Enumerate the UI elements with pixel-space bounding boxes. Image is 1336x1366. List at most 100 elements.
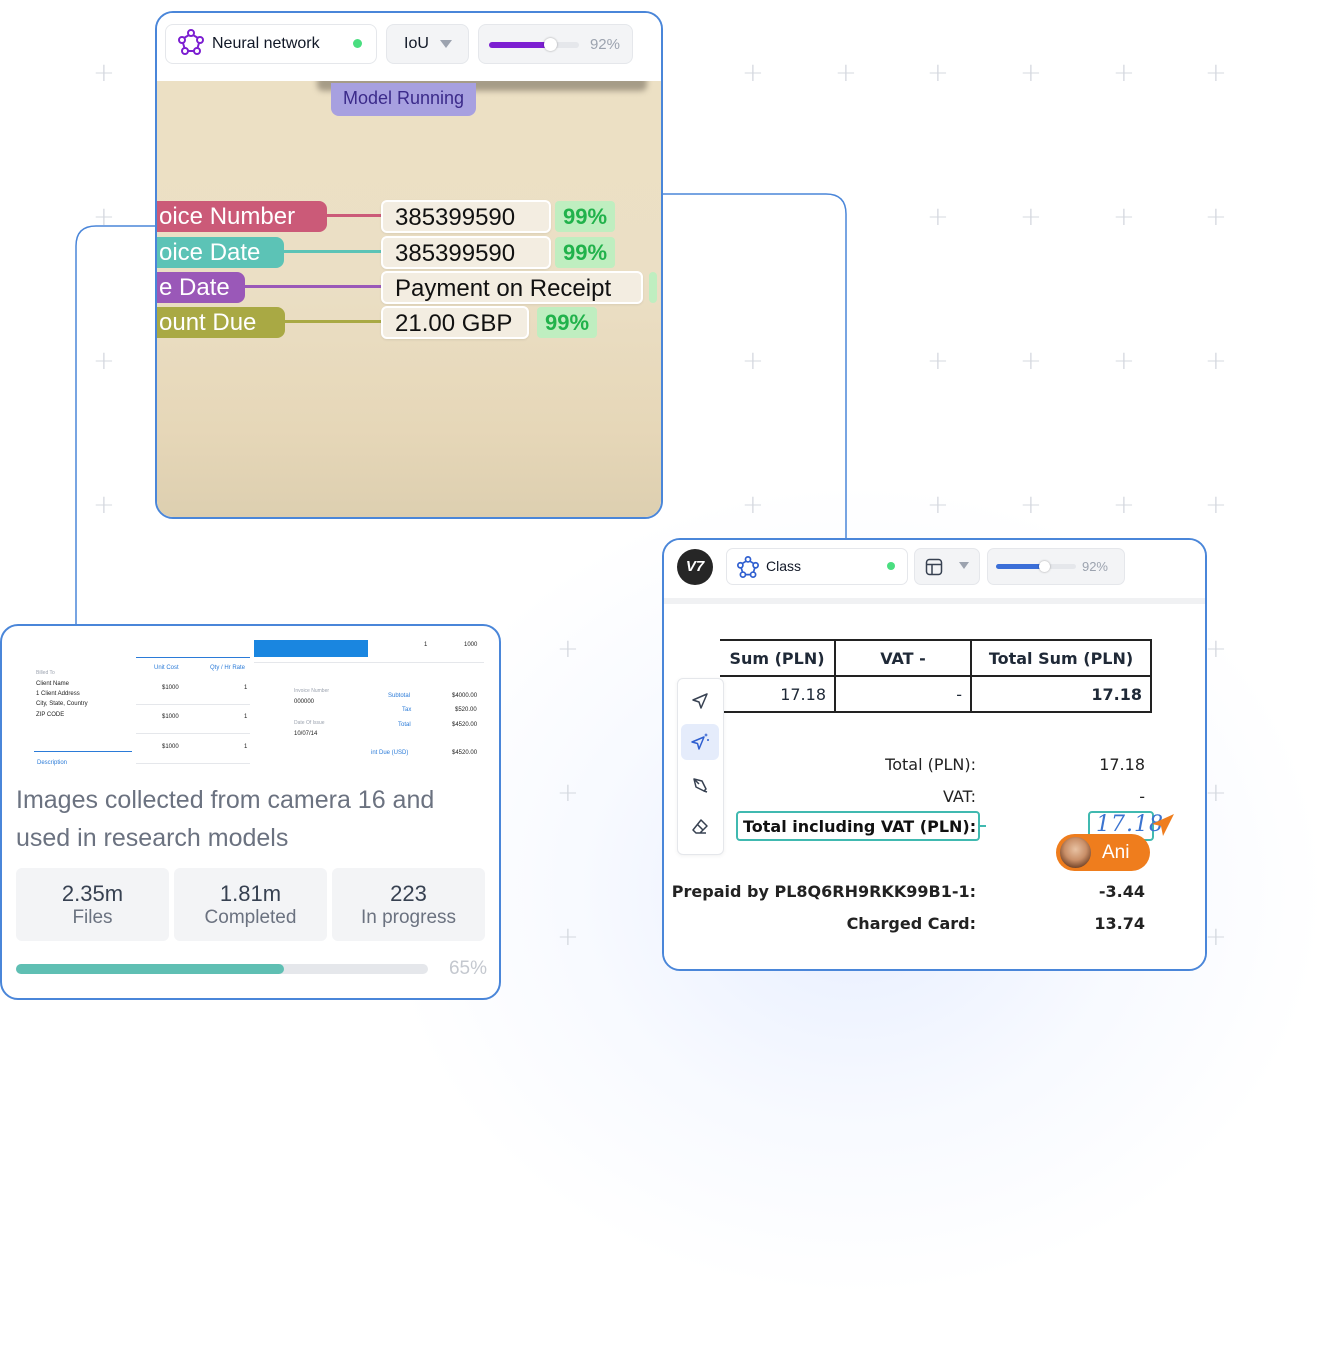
- confidence-badge: 99%: [537, 307, 597, 338]
- eraser-tool-button[interactable]: [681, 809, 719, 845]
- doc-text: $520.00: [455, 707, 477, 713]
- threshold-value: 92%: [1081, 559, 1108, 574]
- field-value-due-date[interactable]: Payment on Receipt: [381, 271, 643, 304]
- progress-percent: 65%: [448, 958, 487, 979]
- stat-value: 223: [390, 881, 427, 906]
- network-icon: [737, 556, 759, 583]
- doc-text: Invoice Number: [294, 688, 330, 694]
- doc-text: $4520.00: [452, 750, 478, 756]
- doc-text: Total: [398, 722, 411, 728]
- annotation-connector: [980, 825, 986, 827]
- field-connector: [327, 214, 383, 217]
- stat-label: Completed: [204, 907, 297, 928]
- doc-text: 1: [244, 685, 248, 691]
- field-tag-amount-due[interactable]: ount Due: [157, 307, 285, 338]
- receipt-value: 13.74: [1094, 914, 1145, 933]
- table-header: Sum (PLN): [720, 639, 836, 677]
- doc-text: 1: [424, 642, 428, 648]
- doc-text: Subtotal: [388, 693, 411, 699]
- doc-divider: [254, 662, 484, 663]
- field-tag-due-date[interactable]: e Date: [157, 272, 245, 303]
- dataset-card[interactable]: 1 1000 Billed To Client Name 1 Client Ad…: [0, 624, 501, 1000]
- slider-track[interactable]: [489, 38, 579, 51]
- doc-text: 1 Client Address: [36, 691, 80, 697]
- slider-handle[interactable]: [1038, 561, 1050, 572]
- doc-text: $1000: [162, 714, 179, 720]
- doc-text: Description: [37, 760, 68, 766]
- status-dot: [353, 39, 362, 48]
- field-connector: [285, 320, 383, 323]
- receipt-label: VAT:: [942, 787, 976, 806]
- doc-divider: [136, 733, 250, 734]
- field-value-invoice-date[interactable]: 385399590: [381, 236, 551, 269]
- doc-text: int Due (USD): [371, 750, 409, 756]
- stat-files: 2.35m Files: [16, 868, 169, 941]
- field-value-invoice-number[interactable]: 385399590: [381, 200, 551, 233]
- annotation-box[interactable]: [736, 811, 980, 841]
- network-name: Neural network: [212, 35, 320, 52]
- slider-track[interactable]: [996, 561, 1076, 572]
- slider-handle[interactable]: [543, 38, 557, 51]
- doc-text: Billed To: [36, 670, 55, 676]
- doc-text: Unit Cost: [154, 665, 179, 671]
- network-icon: [178, 28, 204, 60]
- doc-text: ZIP CODE: [36, 712, 65, 718]
- ai-pointer-tool-button[interactable]: [681, 724, 719, 760]
- doc-text: Tax: [402, 707, 412, 713]
- receipt-table: Sum (PLN) VAT - Total Sum (PLN) 17.18 - …: [720, 639, 1152, 713]
- doc-text: $1000: [162, 685, 179, 691]
- field-tag-invoice-number[interactable]: oice Number: [157, 201, 327, 232]
- collaborator-name: Ani: [1102, 842, 1130, 863]
- progress-fill: [16, 964, 284, 974]
- receipt-label: Prepaid by PL8Q6RH9RKK99B1-1:: [671, 882, 976, 901]
- receipt-value: -: [1139, 787, 1145, 806]
- annotation-toolbar: V7 Class: [664, 540, 1205, 604]
- eraser-icon: [692, 819, 708, 834]
- model-card: Model Running oice Number 385399590 99% …: [155, 11, 663, 519]
- class-name: Class: [766, 558, 802, 574]
- doc-divider: [136, 704, 250, 705]
- confidence-badge: [649, 272, 657, 303]
- pointer-tool-button[interactable]: [681, 683, 719, 719]
- document-thumbnail[interactable]: 1 1000 Billed To Client Name 1 Client Ad…: [16, 634, 484, 770]
- table-cell: 17.18: [720, 675, 836, 713]
- layout-dropdown[interactable]: [914, 548, 980, 585]
- model-toolbar: Neural network IoU 92%: [157, 13, 661, 81]
- doc-text: $4000.00: [452, 693, 478, 699]
- slider-fill: [996, 564, 1044, 569]
- class-selector[interactable]: Class: [726, 548, 908, 585]
- pen-icon: [693, 778, 708, 793]
- field-tag-invoice-date[interactable]: oice Date: [157, 237, 284, 268]
- threshold-slider[interactable]: 92%: [987, 548, 1125, 585]
- invoice-photo: Model Running oice Number 385399590 99% …: [157, 75, 661, 517]
- annotation-tool-panel: [677, 678, 724, 855]
- table-header: VAT -: [834, 639, 972, 677]
- doc-divider: [136, 763, 250, 764]
- receipt-label: Charged Card:: [846, 914, 976, 933]
- doc-text: 1: [244, 714, 248, 720]
- doc-text: Qty / Hr Rate: [210, 665, 246, 671]
- receipt-image: Sum (PLN) VAT - Total Sum (PLN) 17.18 - …: [664, 604, 1205, 969]
- dataset-description: Images collected from camera 16 and used…: [16, 786, 435, 852]
- network-selector[interactable]: Neural network: [165, 24, 377, 64]
- chevron-down-icon: [440, 40, 452, 48]
- pen-tool-button[interactable]: [681, 767, 719, 803]
- doc-text: Client Name: [36, 681, 70, 687]
- threshold-value: 92%: [589, 36, 620, 53]
- table-cell: -: [834, 675, 972, 713]
- stat-in-progress: 223 In progress: [332, 868, 485, 941]
- confidence-badge: 99%: [555, 201, 615, 232]
- stat-label: Files: [72, 907, 113, 928]
- field-value-amount-due[interactable]: 21.00 GBP: [381, 306, 529, 339]
- doc-text: City, State, Country: [36, 701, 88, 707]
- doc-divider: [136, 657, 250, 658]
- chevron-down-icon: [959, 562, 969, 569]
- metric-dropdown[interactable]: IoU: [386, 24, 469, 64]
- threshold-slider[interactable]: 92%: [478, 24, 633, 64]
- model-status-badge: Model Running: [331, 83, 476, 116]
- field-connector: [245, 285, 383, 288]
- layout-icon: [925, 558, 943, 581]
- doc-text: 1: [244, 744, 248, 750]
- doc-text: 000000: [294, 699, 315, 705]
